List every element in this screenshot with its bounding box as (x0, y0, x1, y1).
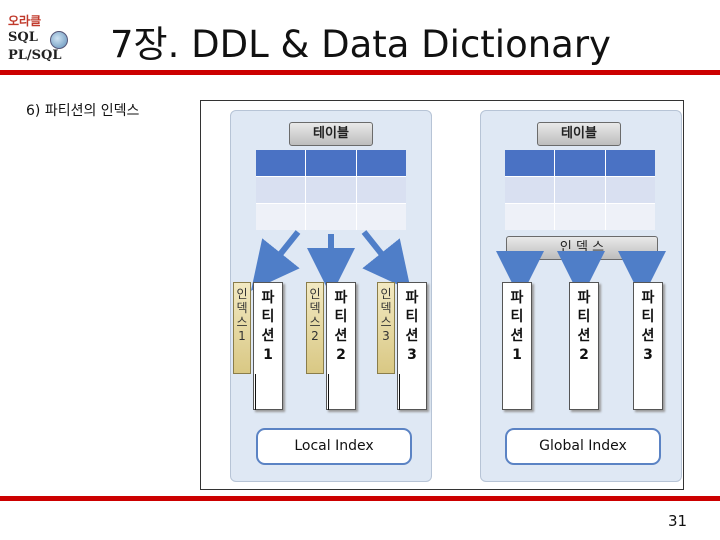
page-number: 31 (668, 512, 688, 530)
table-cell (605, 177, 655, 203)
left-table-grid (256, 150, 406, 230)
logo-line-plsql: PL/SQL (8, 48, 62, 63)
right-table-label: 테이블 (537, 122, 621, 146)
table-cell (306, 204, 356, 230)
section-subtitle: 6) 파티션의 인덱스 (26, 103, 140, 119)
left-table-label: 테이블 (289, 122, 373, 146)
global-index-caption: Global Index (505, 428, 661, 465)
table-header-cell (555, 150, 605, 176)
table-cell (256, 177, 306, 203)
table-cell (555, 204, 605, 230)
slide-title: 7장. DDL & Data Dictionary (110, 23, 611, 66)
table-cell (605, 204, 655, 230)
logo-line-oracle: 오라클 (8, 14, 42, 28)
diagram-frame (200, 100, 684, 490)
table-cell (356, 204, 406, 230)
table-header-cell (356, 150, 406, 176)
table-cell (505, 204, 555, 230)
partition-divider (328, 374, 329, 410)
arrow-to-local-partition-1 (251, 230, 301, 291)
partition-divider (255, 374, 256, 410)
right-table-grid (505, 150, 655, 230)
local-index-caption: Local Index (256, 428, 412, 465)
table-cell (306, 177, 356, 203)
table-header-cell (605, 150, 655, 176)
top-rule (0, 70, 720, 75)
table-header-cell (306, 150, 356, 176)
partition-divider (399, 374, 400, 410)
bottom-rule (0, 496, 720, 501)
table-header-cell (505, 150, 555, 176)
oracle-sql-logo: 오라클 SQL PL/SQL (6, 12, 68, 66)
table-cell (555, 177, 605, 203)
table-cell (505, 177, 555, 203)
table-cell (356, 177, 406, 203)
logo-line-sql: SQL (8, 30, 38, 45)
globe-icon (50, 31, 68, 49)
table-header-cell (256, 150, 306, 176)
arrow-to-local-partition-3 (361, 230, 411, 291)
table-cell (256, 204, 306, 230)
